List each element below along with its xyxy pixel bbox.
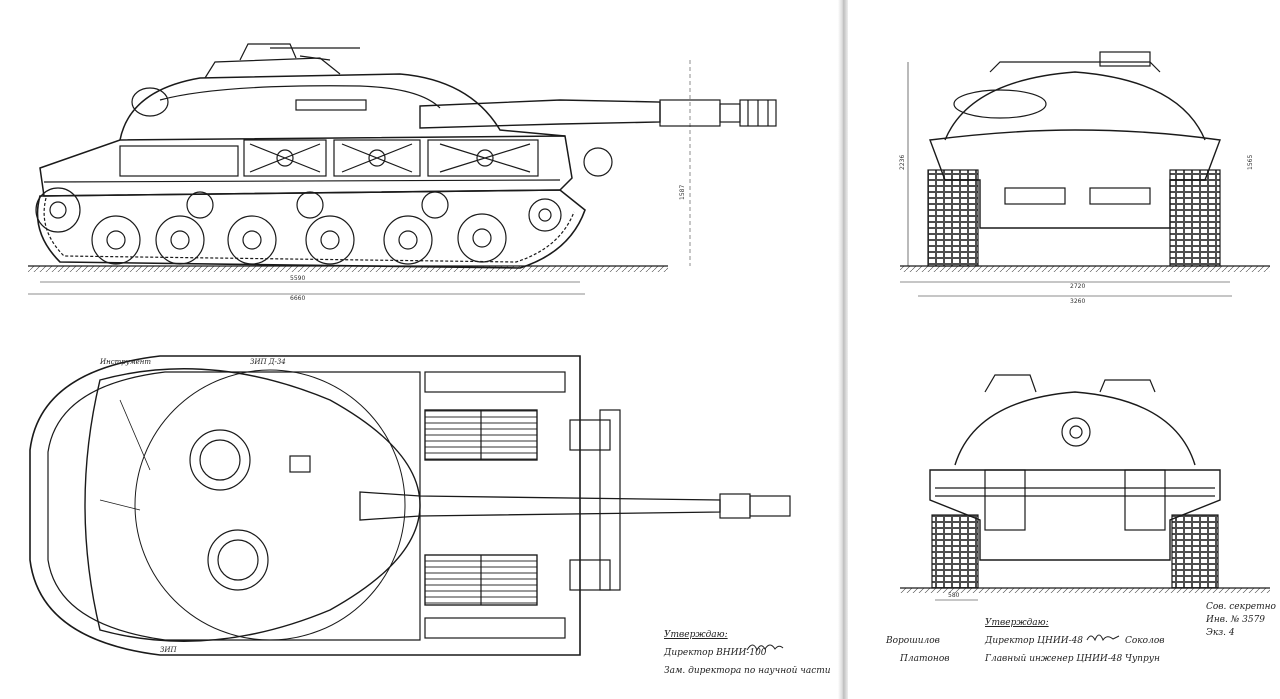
rear-track-right [1171,514,1219,589]
approval-right-line1: Директор ЦНИИ-48 [985,636,1084,646]
dim-front-track: 2720 [1070,283,1085,290]
rear-turret [954,391,1196,466]
front-view [900,51,1270,297]
top-view [29,355,791,656]
turret-side [119,73,566,141]
dim-front-hull: 3260 [1070,298,1085,305]
name-sokolov: Соколов [1125,636,1165,646]
name-voroshilov: Ворошилов [886,636,940,646]
hull-top-outline [29,355,581,656]
front-track-left [927,169,979,267]
front-turret [944,71,1206,141]
engine-grilles [424,371,566,639]
top-label-instrument: Инструмент [99,358,151,366]
rolled-tarp [131,87,169,117]
dim-side-total: 6660 [290,295,305,302]
turret-top [84,368,421,642]
dim-front-side-height: 1565 [1247,155,1254,170]
main-gun [419,99,661,129]
road-wheels [35,187,562,265]
rear-view [900,374,1270,601]
secret-stamp: Сов. секретно [1206,602,1276,612]
signature-left [746,644,784,652]
dim-front-height: 2236 [899,155,906,170]
approval-right-line2: Главный инженер ЦНИИ-48 [985,654,1123,664]
loader-hatch [207,529,269,591]
copy-number: Экз. 4 [1206,628,1235,638]
approval-left-heading: Утверждаю: [664,630,728,640]
front-tarp [953,89,1047,119]
rear-track-left [931,514,979,589]
commander-cupola [204,57,341,79]
side-view [28,43,777,295]
cupola-top [189,429,251,491]
rear-hull [929,469,1221,561]
main-gun-top [359,491,721,521]
stowage-boxes [119,139,539,177]
front-hull [929,129,1221,229]
book-gutter [838,0,848,699]
top-label-zip: ЗИП Д-34 [250,358,286,366]
dim-side-hull: 5590 [290,275,305,282]
signature-right [1086,634,1120,642]
track [36,189,586,269]
rear-gun-muzzle [1061,417,1091,447]
dim-rear-track: 580 [948,592,960,599]
inventory-number: Инв. № 3579 [1206,615,1266,625]
name-platonov: Платонов [900,654,950,664]
name-chuprun: Чупрун [1125,654,1160,664]
ground-line [28,266,668,272]
top-label-zip-bottom: ЗИП [160,646,177,654]
approval-left-line1: Директор ВНИИ-100 [664,648,767,658]
approval-right-heading: Утверждаю: [985,618,1049,628]
approval-left-line2: Зам. директора по научной части [664,666,831,676]
front-track-right [1169,169,1221,267]
dim-side-height: 1587 [679,185,686,200]
